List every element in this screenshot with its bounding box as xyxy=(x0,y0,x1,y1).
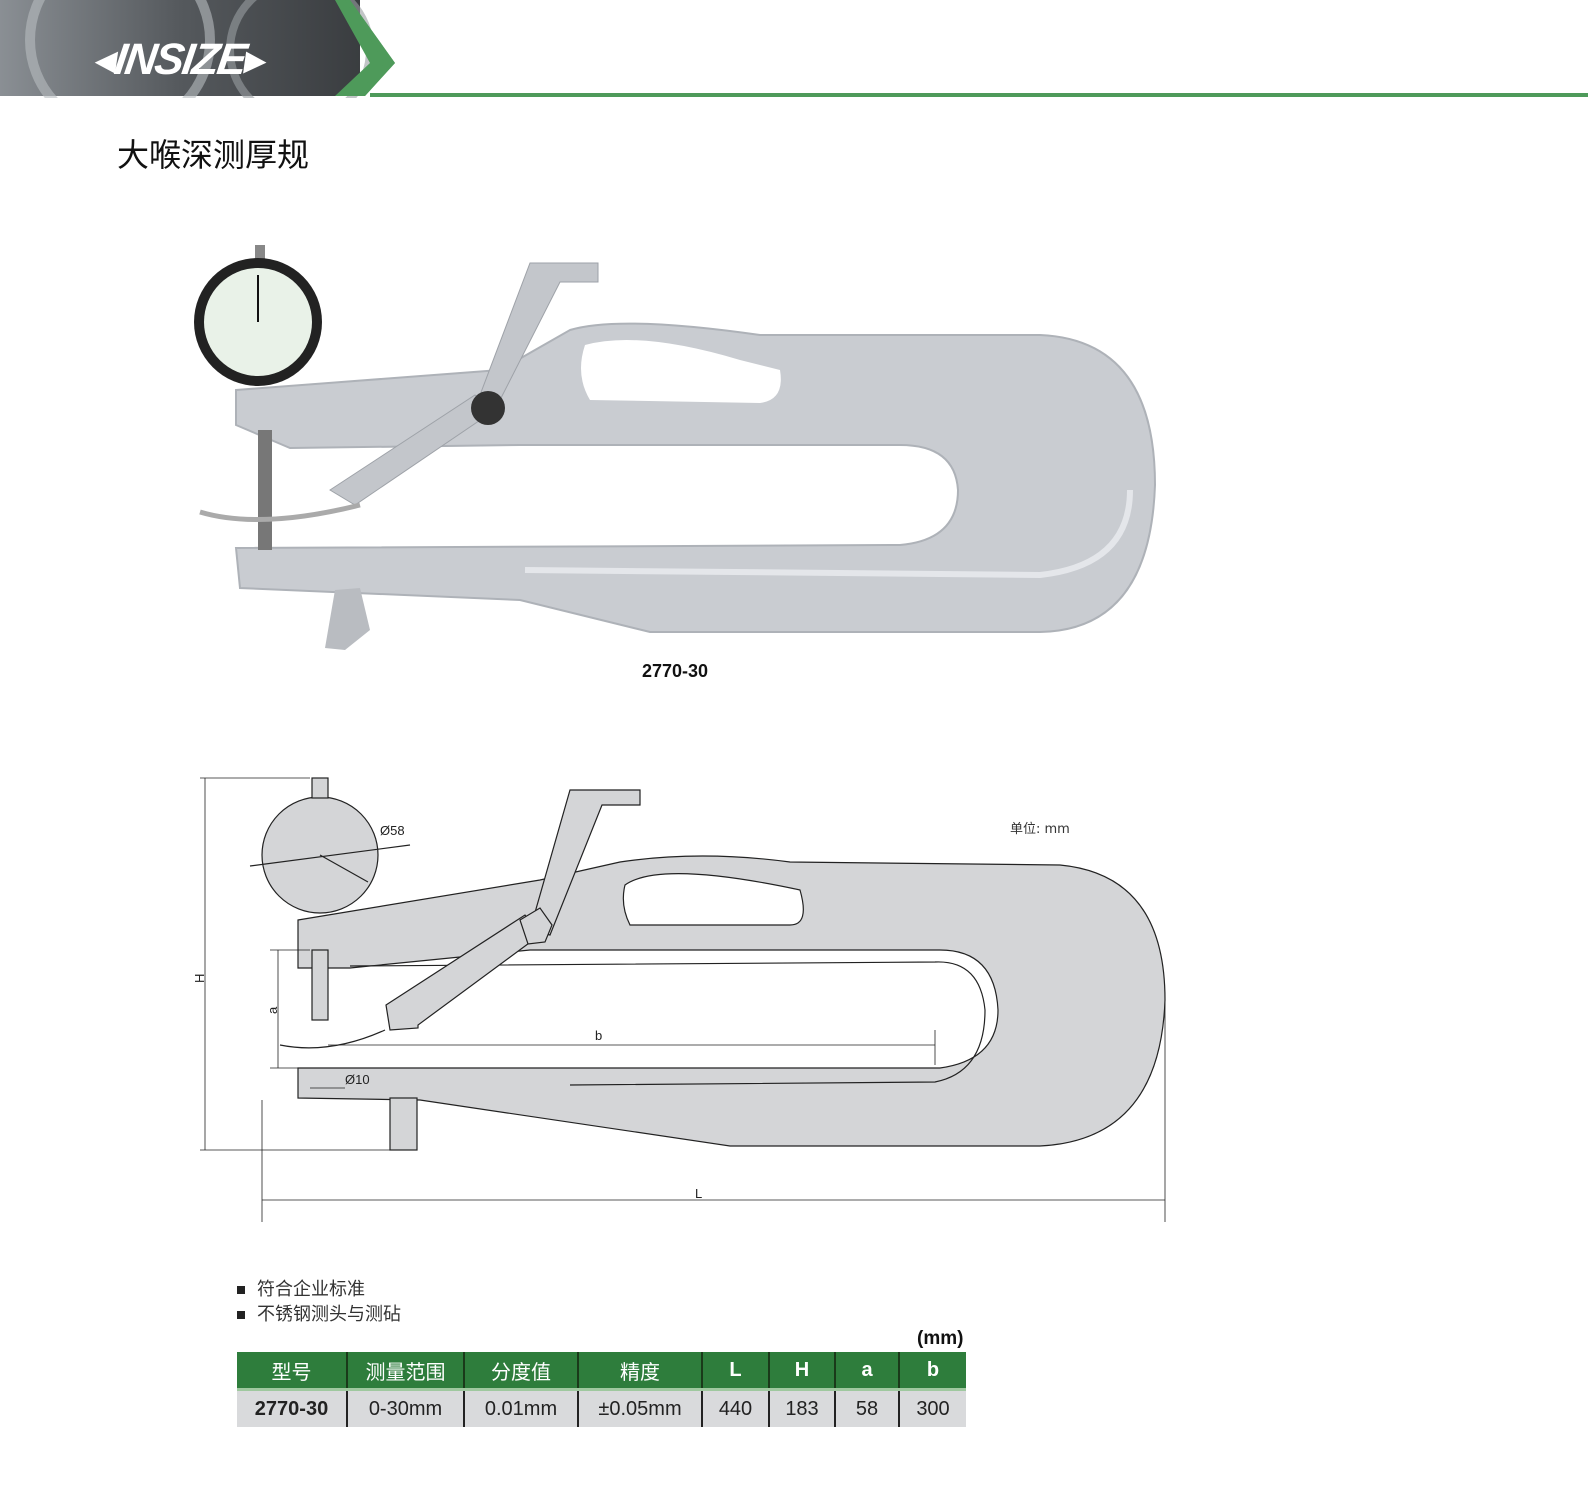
header-range: 测量范围 xyxy=(346,1352,464,1391)
dimension-a-label: a xyxy=(265,1006,280,1014)
product-model-caption: 2770-30 xyxy=(642,661,709,681)
header-L: L xyxy=(701,1352,769,1391)
dimension-b-label: b xyxy=(595,1028,602,1043)
table-header-row: 型号 测量范围 分度值 精度 L H a b xyxy=(237,1352,966,1391)
spec-table: 型号 测量范围 分度值 精度 L H a b 2770-30 0-30mm 0.… xyxy=(237,1352,966,1427)
cell-b: 300 xyxy=(898,1389,966,1427)
header-a: a xyxy=(834,1352,899,1391)
cell-graduation: 0.01mm xyxy=(463,1389,578,1427)
cell-a: 58 xyxy=(834,1389,899,1427)
table-unit: (mm) xyxy=(917,1328,964,1349)
anvil-diameter-label: Ø10 xyxy=(345,1072,370,1087)
header-banner xyxy=(0,0,1588,98)
cell-L: 440 xyxy=(701,1389,769,1427)
feature-item: 不锈钢测头与测砧 xyxy=(237,1302,401,1327)
header-b: b xyxy=(898,1352,966,1391)
dial-diameter-label: Ø58 xyxy=(380,823,405,838)
product-photo xyxy=(194,245,1157,650)
table-row: 2770-30 0-30mm 0.01mm ±0.05mm 440 183 58… xyxy=(237,1389,966,1427)
feature-item: 符合企业标准 xyxy=(237,1277,401,1302)
feature-list: 符合企业标准 不锈钢测头与测砧 xyxy=(237,1277,401,1327)
unit-note: 单位: mm xyxy=(1010,822,1070,837)
header-model: 型号 xyxy=(237,1352,347,1391)
cell-range: 0-30mm xyxy=(346,1389,464,1427)
cell-H: 183 xyxy=(768,1389,835,1427)
insize-logo: ◂INSIZE▸ xyxy=(91,35,269,84)
dimension-H-label: H xyxy=(192,974,207,983)
dimension-L-label: L xyxy=(695,1186,702,1201)
header-graduation: 分度值 xyxy=(463,1352,578,1391)
header-H: H xyxy=(768,1352,835,1391)
header-accuracy: 精度 xyxy=(577,1352,702,1391)
cell-accuracy: ±0.05mm xyxy=(577,1389,702,1427)
technical-drawing: Ø58 Ø10 H a b L xyxy=(192,777,1166,1222)
cell-model: 2770-30 xyxy=(237,1389,347,1427)
page-title: 大喉深测厚规 xyxy=(117,136,310,174)
